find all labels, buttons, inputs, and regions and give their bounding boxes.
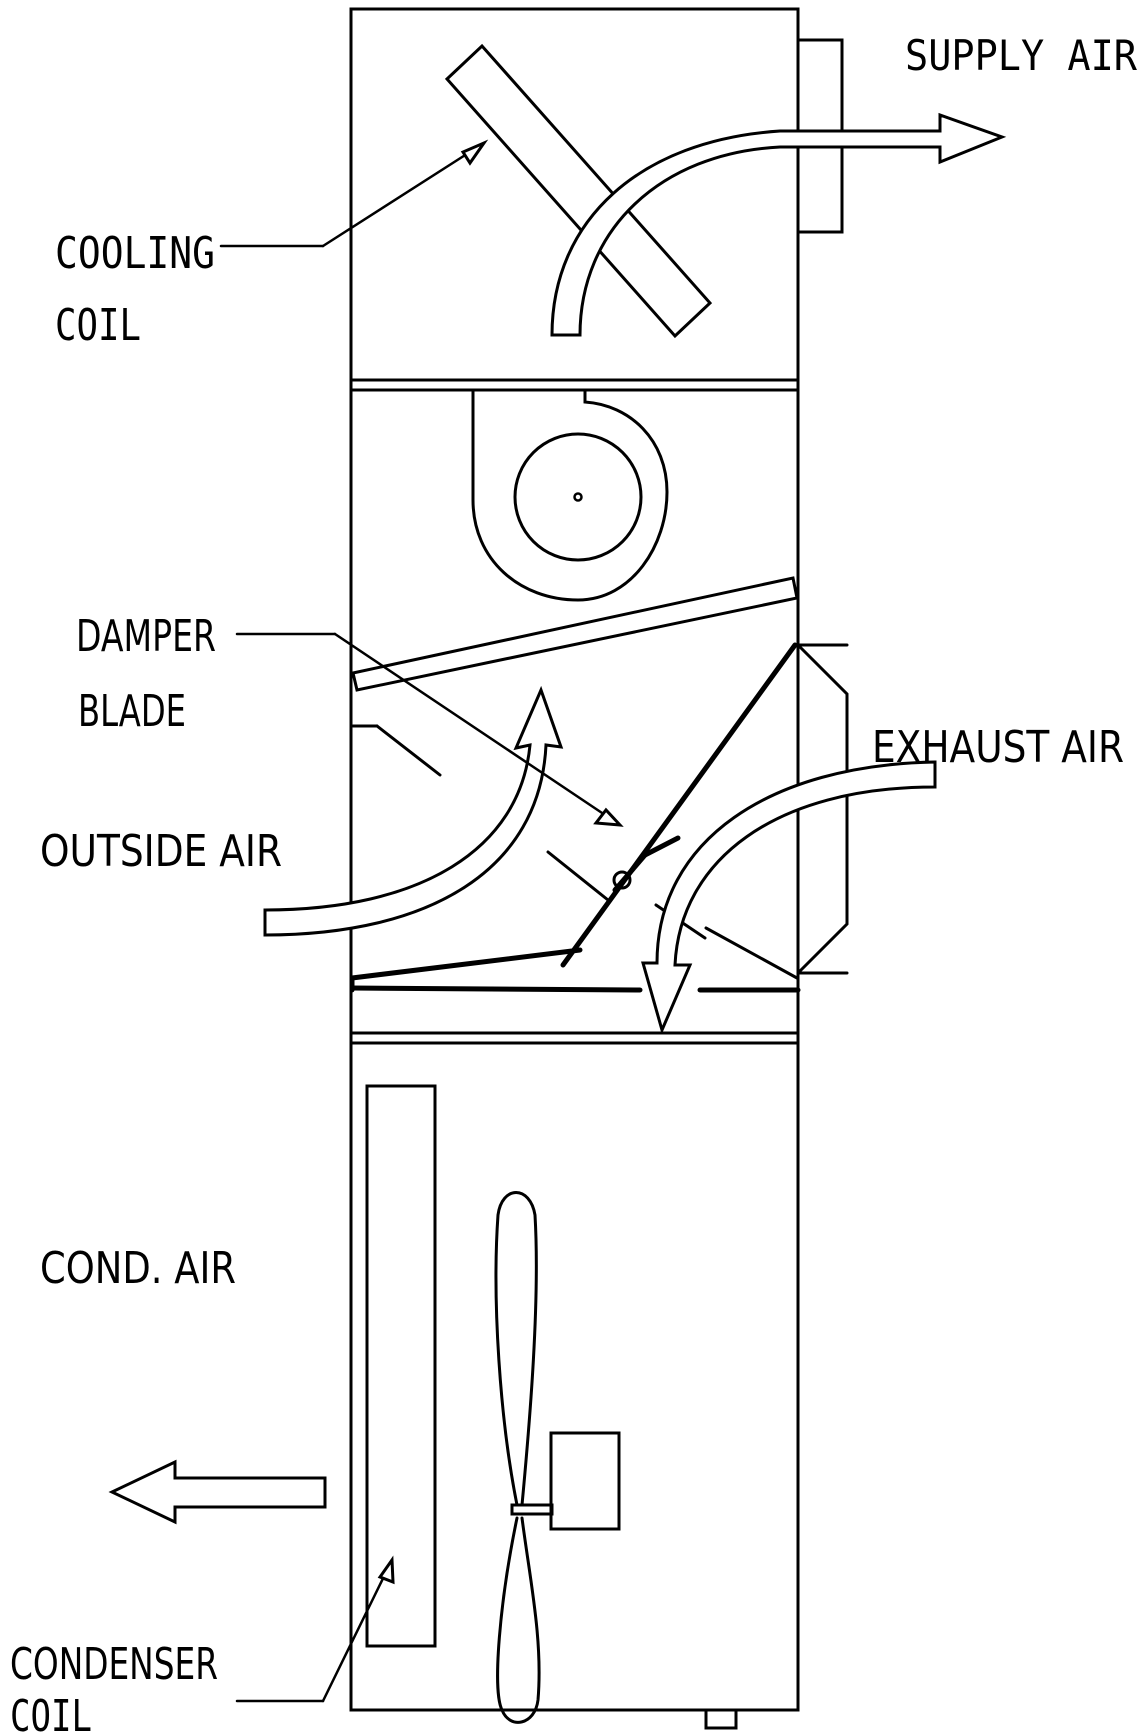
label-exhaust-air: EXHAUST AIR [872, 722, 1124, 773]
label-condenser: CONDENSER [10, 1639, 218, 1690]
damper-leader [235, 632, 624, 827]
cabinet [349, 7, 800, 1730]
blower-housing [471, 388, 669, 602]
outside-air-arrow [263, 685, 564, 937]
condenser-coil [365, 1084, 437, 1648]
label-cooling: COOLING [55, 228, 215, 279]
damper-assembly [349, 576, 801, 993]
cooling-coil-leader [219, 139, 489, 248]
label-outside-air: OUTSIDE AIR [40, 826, 282, 877]
condenser-fan [494, 1191, 621, 1724]
label-cooling-coil: COIL [55, 300, 141, 351]
label-supply-air: SUPPLY AIR [905, 31, 1138, 80]
cond-air-arrow [108, 1459, 327, 1525]
condenser-leader [235, 1555, 395, 1703]
exhaust-hood [796, 643, 849, 975]
supply-air-arrow [550, 112, 1007, 337]
label-blade: BLADE [78, 686, 186, 737]
label-damper: DAMPER [76, 611, 216, 662]
label-condenser-coil: COIL [10, 1691, 92, 1735]
exhaust-air-arrow [641, 760, 937, 1035]
label-cond-air: COND. AIR [40, 1243, 236, 1294]
